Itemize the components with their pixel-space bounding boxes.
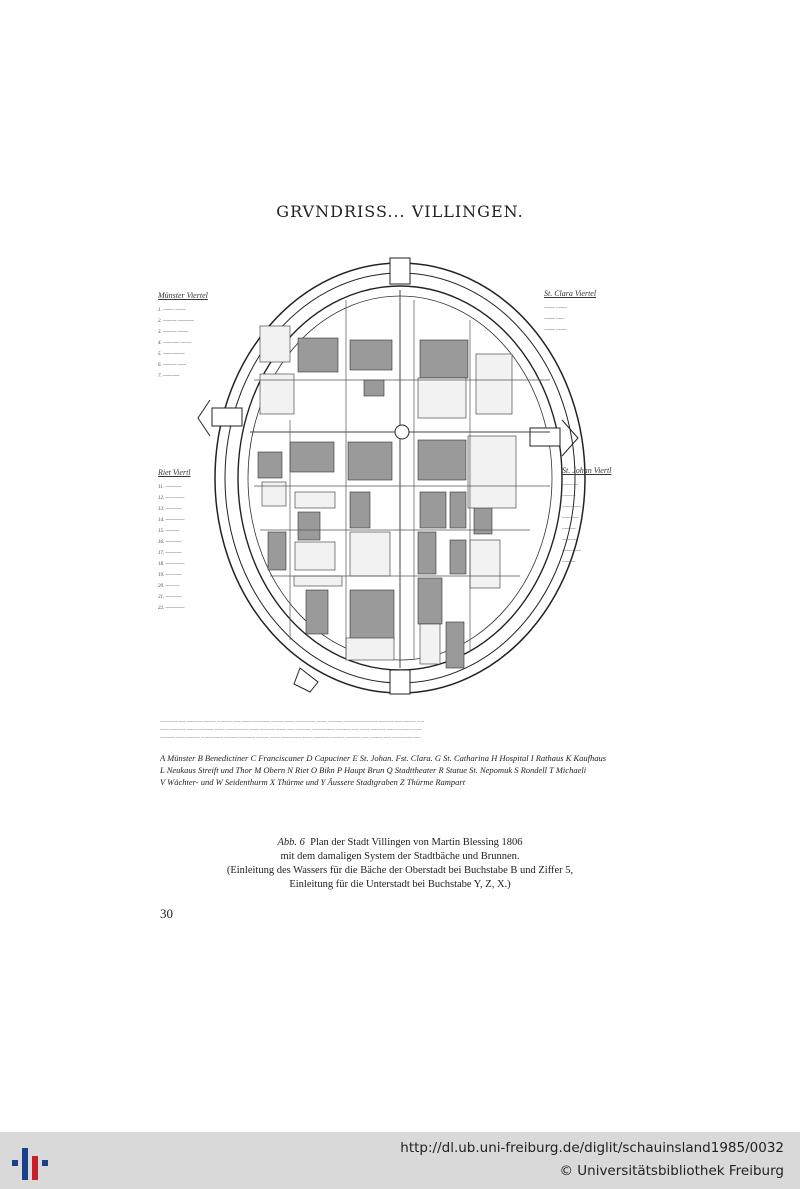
viewer-footer: http://dl.ub.uni-freiburg.de/diglit/scha… (0, 1132, 800, 1189)
clara-quarter-notes: St. Clara Viertel ~~~~ ~~~~~~~~ ~~~~~~~ … (544, 288, 614, 336)
map-title: GRVNDRISS... VILLINGEN. (276, 202, 524, 221)
caption-line: mit dem damaligen System der Stadtbäche … (280, 851, 520, 862)
caption-line: Plan der Stadt Villingen von Martin Bles… (310, 837, 523, 848)
scanned-page: GRVNDRISS... VILLINGEN. (0, 202, 800, 921)
caption-figure-number: Abb. 6 (277, 837, 305, 848)
johann-quarter-heading: St. Johan Viertl (562, 466, 612, 475)
page-number: 30 (160, 906, 173, 921)
legend-line: L Neukaus Streift und Thor M Obern N Rie… (160, 765, 587, 775)
muenster-quarter-notes: Münster Viertel 1. ~~~~ ~~~~2. ~~~~~ ~~~… (158, 290, 228, 382)
library-logo-icon (12, 1148, 48, 1180)
riet-quarter-notes: Riet Viertl 11. ~~~~~~12. ~~~~~~~13. ~~~… (158, 467, 228, 614)
permalink-link[interactable]: http://dl.ub.uni-freiburg.de/diglit/scha… (400, 1140, 784, 1156)
map-description-handwriting: ~~~~~~~ ~~~ ~~~~~~ ~~~~~ ~~~~~~ ~~~ ~~~~… (160, 719, 425, 740)
town-plan-drawing (197, 257, 586, 695)
copyright-notice: © Universitätsbibliothek Freiburg (559, 1163, 784, 1179)
caption-line: (Einleitung des Wassers für die Bäche de… (226, 865, 574, 876)
clara-quarter-heading: St. Clara Viertel (544, 289, 597, 298)
johann-quarter-notes: St. Johan Viertl ~~~~~~~~~~~~~~~~~~ ~~~~… (562, 465, 632, 568)
legend-line: V Wächter- und W Seidenthurm X Thürme un… (160, 777, 466, 787)
legend-line: A Münster B Benedictiner C Franciscaner … (160, 753, 607, 763)
figure-caption: Abb. 6 Plan der Stadt Villingen von Mart… (0, 836, 800, 892)
riet-quarter-heading: Riet Viertl (158, 468, 191, 477)
map-legend: A Münster B Benedictiner C Franciscaner … (160, 752, 640, 788)
muenster-quarter-heading: Münster Viertel (158, 291, 208, 300)
caption-line: Einleitung für die Unterstadt bei Buchst… (289, 879, 511, 890)
